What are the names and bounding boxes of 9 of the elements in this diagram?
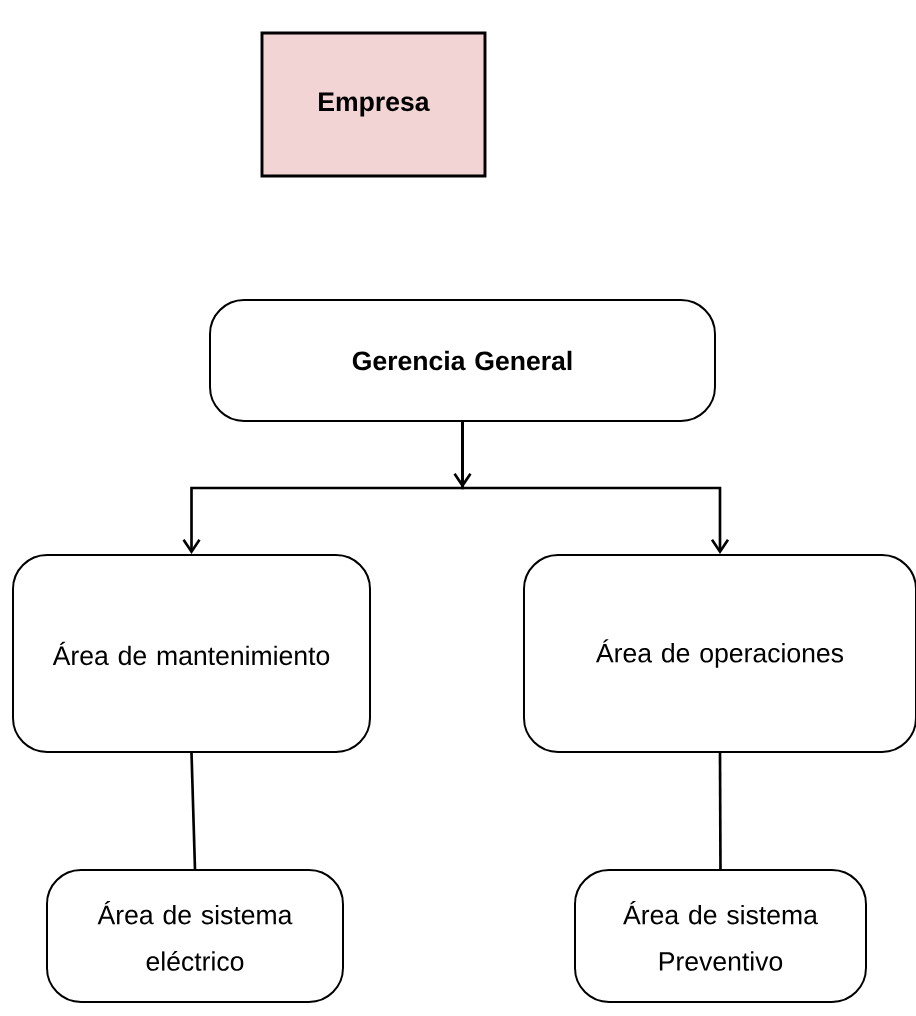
connector xyxy=(190,752,197,870)
manager-box: Gerencia General xyxy=(209,299,716,422)
connector xyxy=(718,753,722,869)
department-box: Área de sistema eléctrico xyxy=(46,869,344,1003)
department-box: Área de sistema Preventivo xyxy=(574,869,867,1003)
company-box: Empresa xyxy=(260,31,487,178)
trunk-arrow xyxy=(453,422,472,488)
department-box: Área de mantenimiento xyxy=(12,554,371,753)
department-box: Área de operaciones xyxy=(523,554,916,753)
